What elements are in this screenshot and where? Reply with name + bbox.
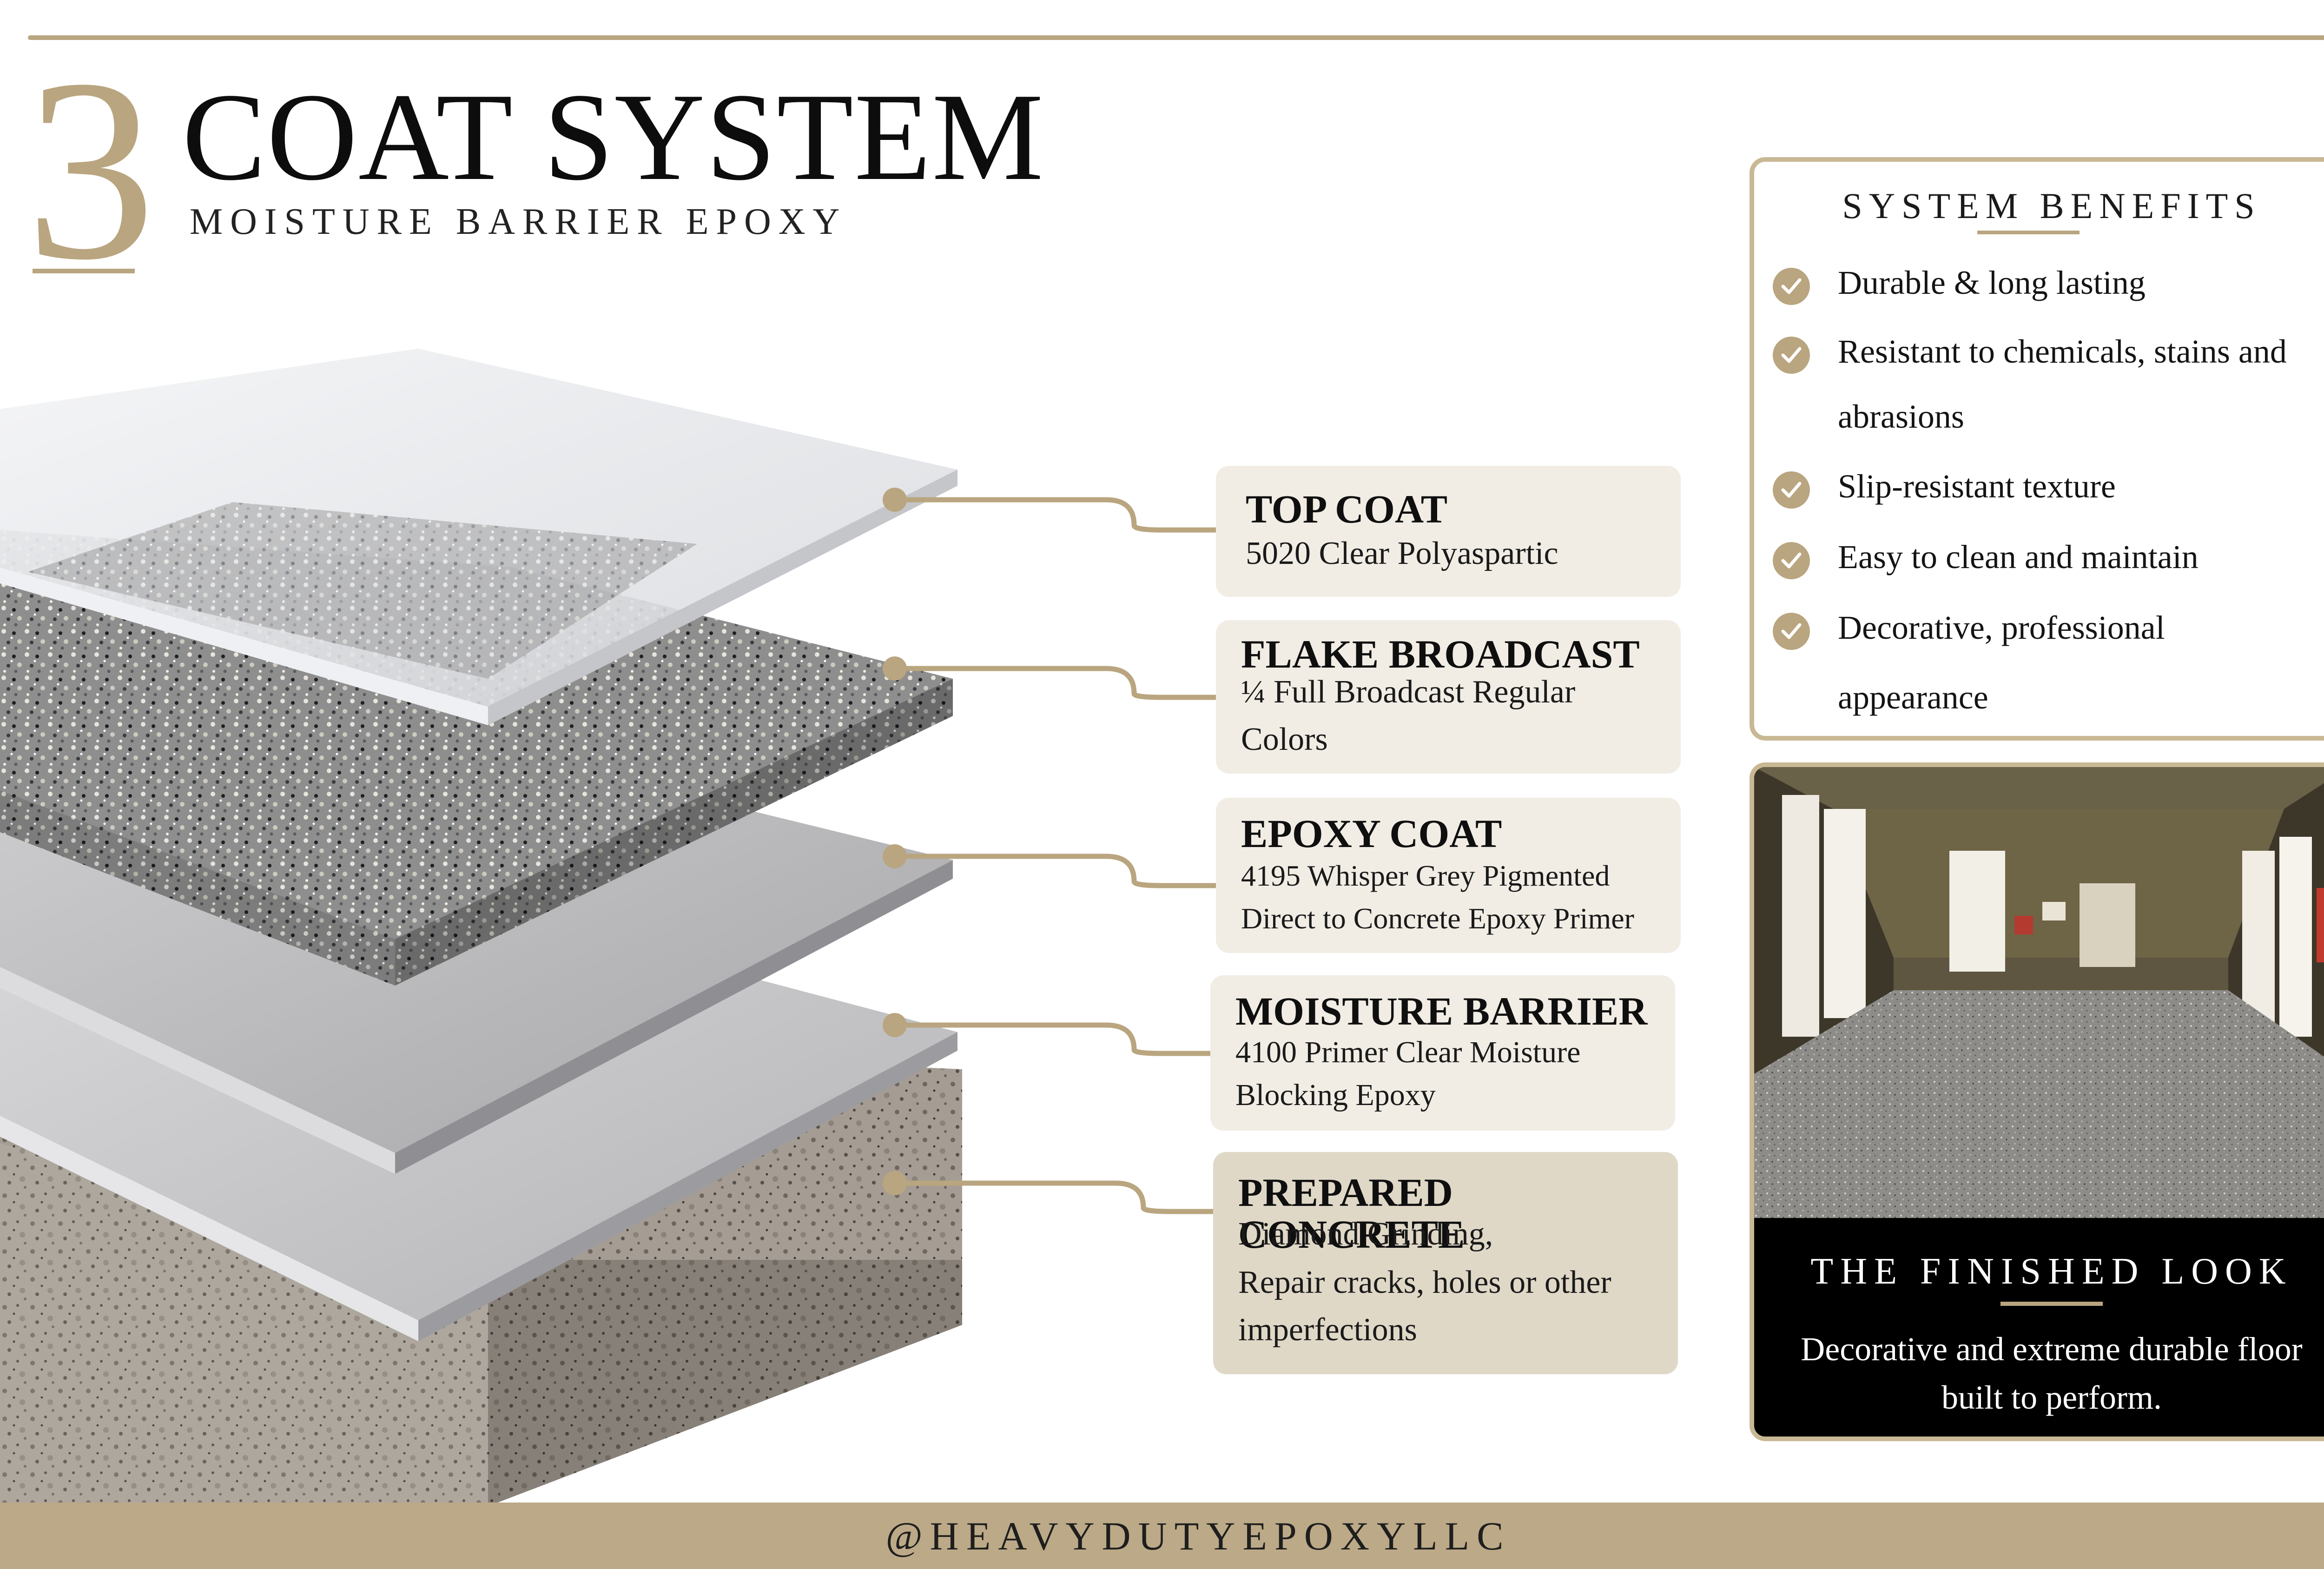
check-circle-icon [1773,268,1810,305]
label-desc: ¼ Full Broadcast Regular [1241,674,1576,710]
system-benefits-panel: SYSTEM BENEFITS Durable & long lasting R… [1750,157,2324,741]
label-title: MOISTURE BARRIER [1235,989,1648,1033]
label-desc: Direct to Concrete Epoxy Primer [1241,902,1634,935]
page-subtitle: MOISTURE BARRIER EPOXY [190,201,847,242]
top-divider [28,35,2324,40]
label-epoxy-coat: EPOXY COAT 4195 Whisper Grey Pigmented D… [1216,798,1681,953]
coat-count-number: 3 [26,26,156,314]
label-title: EPOXY COAT [1241,811,1502,856]
label-title: FLAKE BROADCAST [1241,632,1640,676]
benefit-text: Resistant to chemicals, stains and [1838,333,2287,370]
top-coat-sheet [0,349,957,725]
label-moisture-barrier: MOISTURE BARRIER 4100 Primer Clear Moist… [1210,975,1675,1131]
benefit-text: Decorative, professional [1838,609,2165,646]
label-flake-broadcast: FLAKE BROADCAST ¼ Full Broadcast Regular… [1216,620,1681,774]
footer-bar: @HEAVYDUTYEPOXYLLC [0,1503,2324,1569]
benefit-text: appearance [1838,679,1988,716]
label-desc: 4100 Primer Clear Moisture [1235,1035,1581,1069]
page-title: COAT SYSTEM [182,67,1044,206]
benefits-title-underline [1977,231,2080,234]
layer-stack-illustration [0,349,962,1506]
label-desc: Colors [1241,722,1328,757]
label-desc: Blocking Epoxy [1235,1078,1436,1112]
check-circle-icon [1773,337,1810,374]
finished-look-title: THE FINISHED LOOK [1810,1251,2293,1292]
garage-floor-photo [1754,767,2324,1218]
finished-desc-line: Decorative and extreme durable floor [1801,1331,2303,1368]
label-desc: Diamond Grinding, [1238,1216,1493,1252]
label-title: PREPARED CONCRETE [1238,1170,1465,1257]
label-title: TOP COAT [1246,487,1448,531]
label-top-coat: TOP COAT 5020 Clear Polyaspartic [1216,466,1681,597]
benefit-text: Slip-resistant texture [1838,468,2116,505]
label-desc: 5020 Clear Polyaspartic [1246,536,1558,571]
finished-desc-line: built to perform. [1941,1379,2162,1417]
finished-look-panel: THE FINISHED LOOK Decorative and extreme… [1750,762,2324,1441]
check-circle-icon [1773,542,1810,579]
benefit-text: Durable & long lasting [1838,264,2146,301]
check-circle-icon [1773,471,1810,509]
check-circle-icon [1773,613,1810,650]
finished-look-underline [2000,1302,2103,1306]
label-desc: Repair cracks, holes or other [1238,1264,1611,1300]
benefit-text: abrasions [1838,398,1964,435]
label-prepared-concrete: PREPARED CONCRETE Diamond Grinding, Repa… [1213,1152,1678,1374]
label-desc: imperfections [1238,1312,1417,1348]
benefit-text: Easy to clean and maintain [1838,538,2199,576]
social-handle: @HEAVYDUTYEPOXYLLC [885,1514,1511,1558]
label-desc: 4195 Whisper Grey Pigmented [1241,859,1610,892]
benefits-title: SYSTEM BENEFITS [1842,185,2261,226]
number-underline [33,269,135,273]
finished-look-description: Decorative and extreme durable floor bui… [1773,1325,2324,1422]
